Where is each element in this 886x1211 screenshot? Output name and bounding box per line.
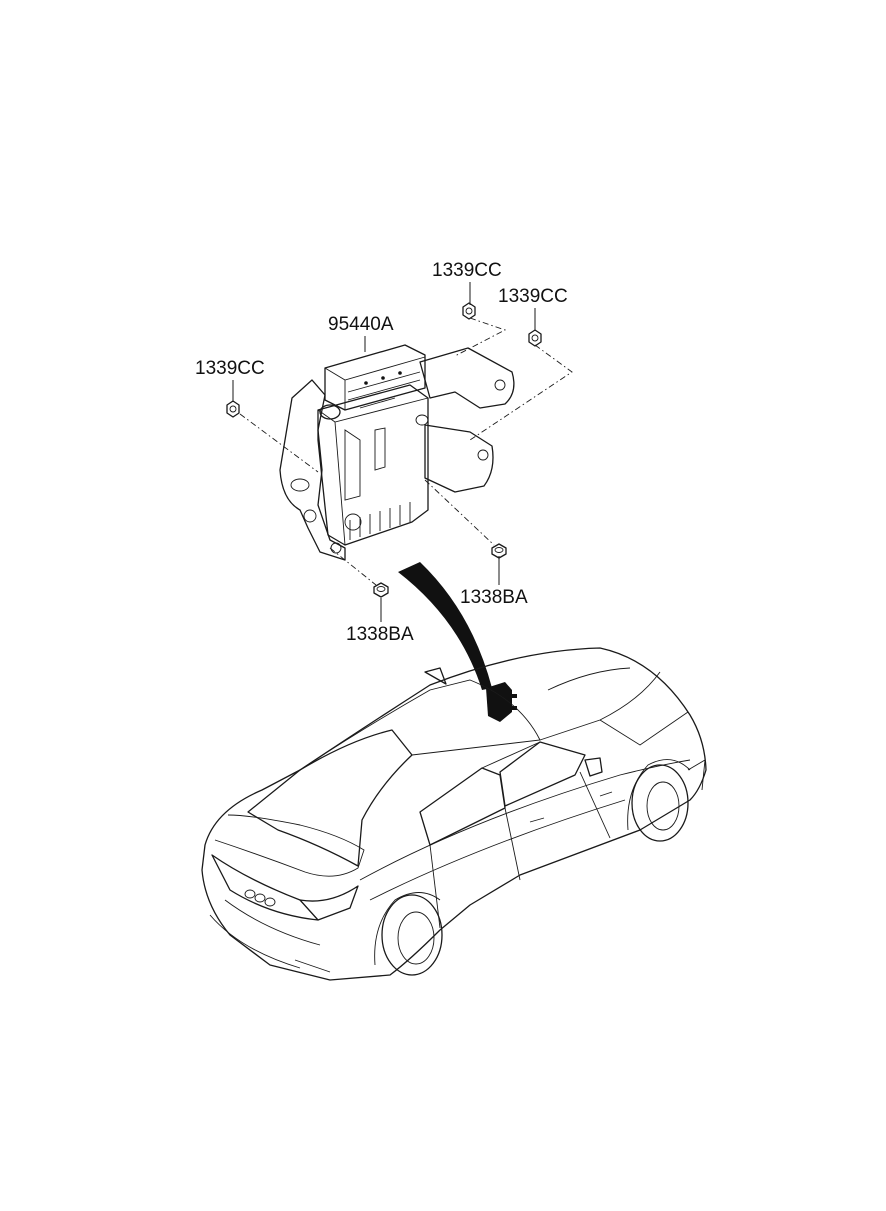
leader-lines (232, 282, 536, 622)
control-module-icon (303, 344, 429, 546)
sedan-car-icon (201, 647, 707, 981)
nut-icon (226, 400, 240, 418)
label-bolt-bottom: 1338BA (346, 624, 414, 645)
bolt-icon (491, 543, 507, 559)
location-arrow-icon (398, 562, 492, 690)
label-nut-top-1: 1339CC (432, 260, 502, 281)
label-nut-top-2: 1339CC (498, 286, 568, 307)
assembly-guide-lines (239, 317, 573, 586)
label-bolt-right: 1338BA (460, 587, 528, 608)
label-nut-left: 1339CC (195, 358, 265, 379)
mounting-bracket-icon (279, 347, 515, 561)
module-location-marker (486, 682, 517, 722)
bolt-icon (373, 582, 389, 598)
nut-icon (462, 302, 476, 320)
label-module: 95440A (328, 314, 394, 335)
nut-icon (528, 329, 542, 347)
